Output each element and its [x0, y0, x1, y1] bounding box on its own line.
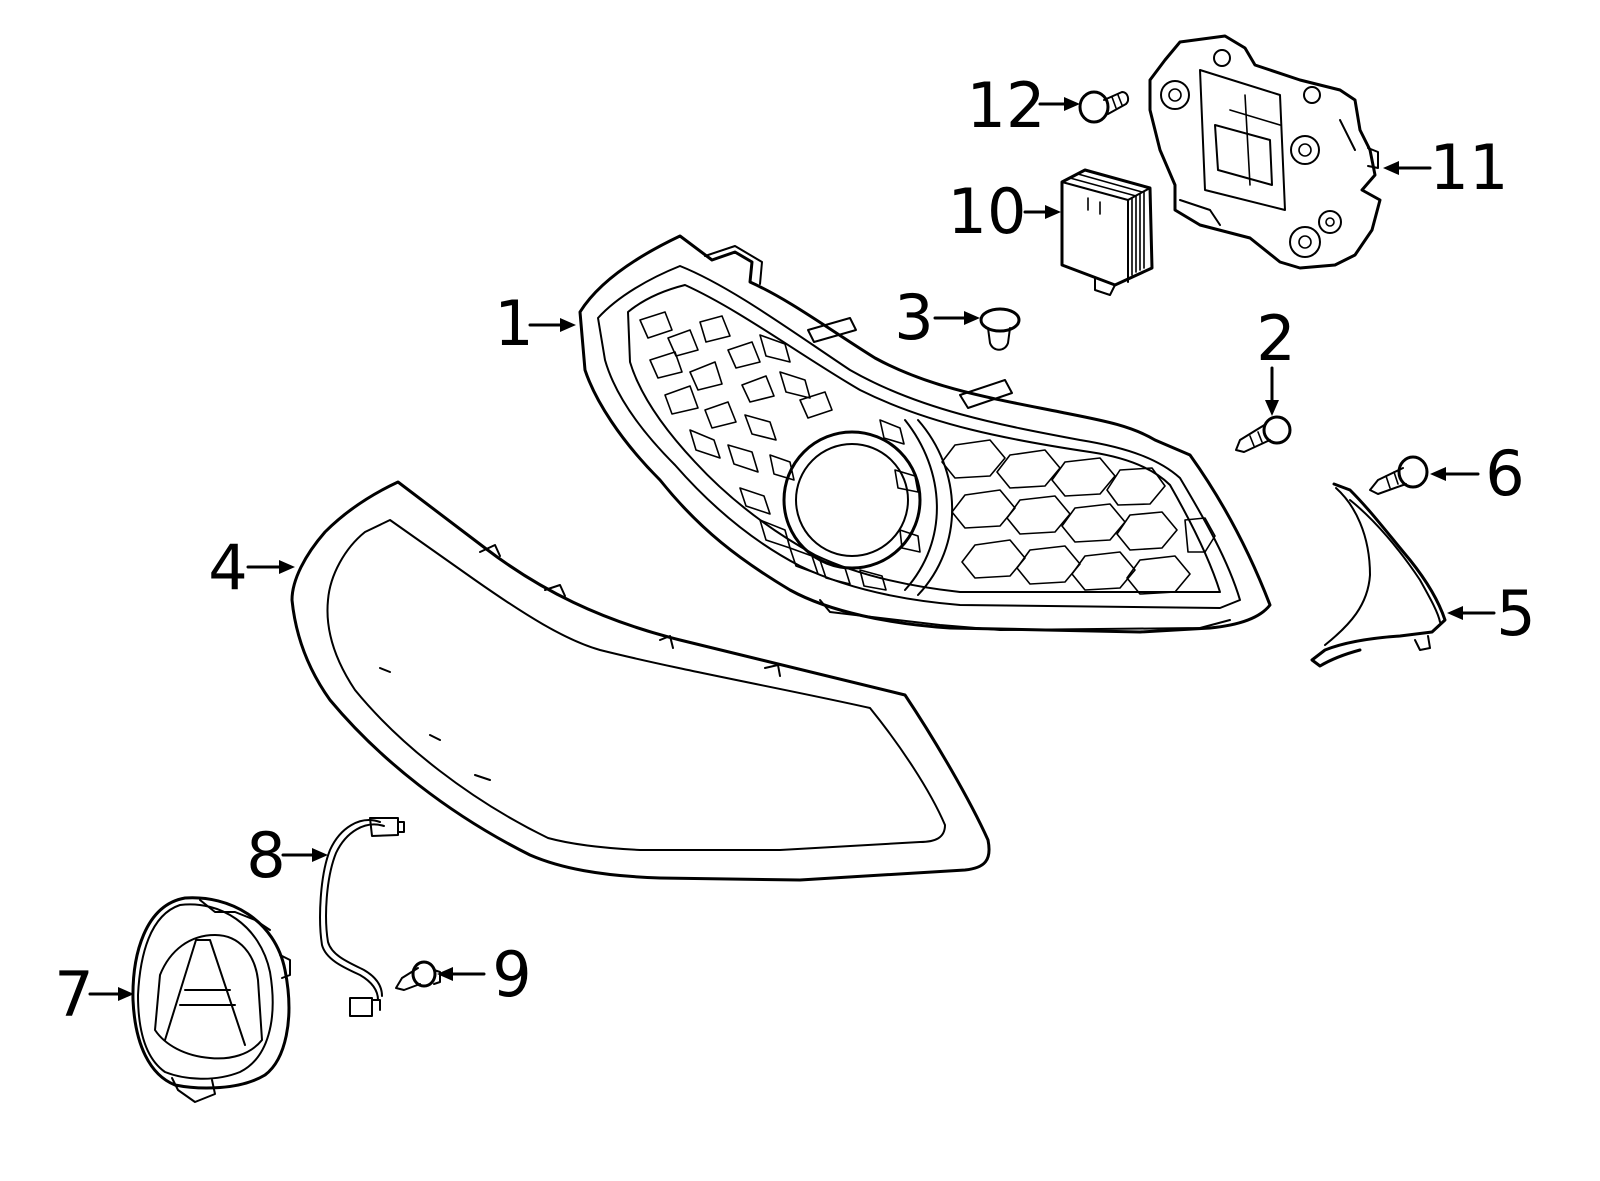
part-1-grille — [578, 234, 1272, 634]
part-10-module — [1060, 168, 1154, 296]
callout-6: 6 — [1485, 437, 1525, 510]
callout-1: 1 — [494, 287, 534, 360]
part-8-harness — [319, 817, 405, 1017]
callout-11: 11 — [1429, 131, 1509, 204]
part-6-screw — [1369, 455, 1429, 495]
part-2-screw — [1235, 415, 1292, 453]
callout-2: 2 — [1256, 302, 1296, 375]
callout-7: 7 — [54, 958, 94, 1031]
part-4-frame — [290, 480, 991, 882]
callout-12: 12 — [966, 69, 1046, 142]
part-11-bracket — [1148, 34, 1382, 270]
part-3-clip — [979, 307, 1021, 351]
callout-5: 5 — [1496, 577, 1536, 650]
callout-10: 10 — [947, 175, 1027, 248]
callout-8: 8 — [246, 819, 286, 892]
part-12-bolt — [1078, 90, 1130, 124]
callout-3: 3 — [894, 281, 934, 354]
callout-9: 9 — [492, 938, 532, 1011]
leader-arrows — [88, 97, 1496, 1001]
callout-4: 4 — [208, 531, 248, 604]
part-9-clip — [395, 960, 441, 991]
part-7-emblem — [131, 896, 291, 1103]
part-5-garnish — [1310, 482, 1447, 668]
